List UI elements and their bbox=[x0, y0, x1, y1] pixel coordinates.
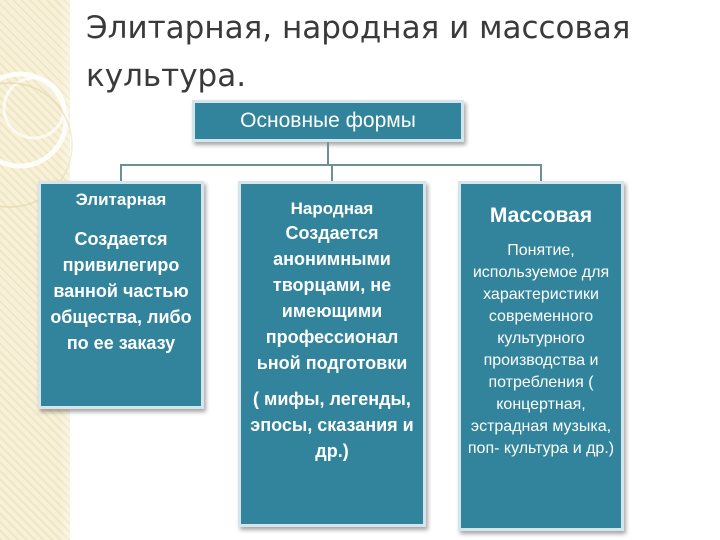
slide-title: Элитарная, народная и массовая культура. bbox=[86, 10, 631, 94]
elite-culture-description: Создается привилегиро ванной частью обще… bbox=[50, 229, 192, 353]
folk-culture-examples: ( мифы, легенды, эпосы, сказания и др.) bbox=[250, 389, 414, 461]
root-node: Основные формы bbox=[192, 100, 464, 142]
connector-drop-folk bbox=[331, 164, 333, 181]
elite-culture-heading: Элитарная bbox=[75, 190, 167, 209]
elite-culture-box: Элитарная Создается привилегиро ванной ч… bbox=[38, 181, 204, 409]
connector-drop-elite bbox=[120, 164, 122, 181]
mass-culture-heading: Массовая bbox=[489, 204, 593, 227]
mass-culture-description: Понятие, используемое для характеристики… bbox=[467, 242, 615, 457]
folk-culture-description: Создается анонимными творцами, не имеющи… bbox=[256, 223, 408, 373]
connector-drop-mass bbox=[540, 164, 542, 181]
folk-culture-box: Народная Создается анонимными творцами, … bbox=[238, 181, 426, 527]
folk-culture-heading: Народная bbox=[290, 199, 374, 218]
connector-stem-down bbox=[327, 142, 329, 166]
mass-culture-box: Массовая Понятие, используемое для харак… bbox=[458, 181, 624, 531]
